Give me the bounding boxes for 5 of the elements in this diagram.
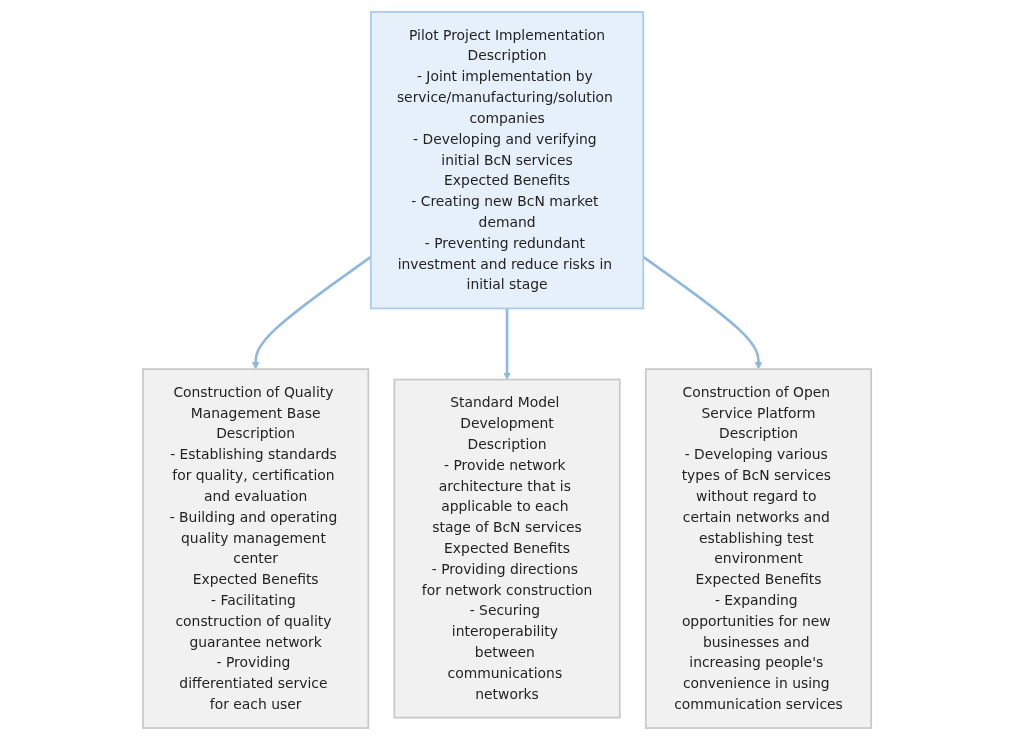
node-box: Construction of Quality Management Base Description - Establishing standards for quality, certification and evaluation - Building and operating quality management center Expected Benefits - Facilitating construction of quality guarantee network - Providing differentiated service for each user xyxy=(142,367,370,729)
arrow xyxy=(503,307,512,380)
node-box: Pilot Project Implementation Description - Joint implementation by service/manufacturing/solution companies - Developing and verifying initial BcN services Expected Benefits - Creating new BcN market demand - Preventing redundant investment and reduce risks in initial stage xyxy=(370,10,645,309)
node-box: Standard Model Development Description - Provide network architecture that is applicable to each stage of BcN services Expected Benefits - Providing directions for network construction - Securing interoperability between communications networks xyxy=(393,378,622,718)
node-box: Construction of Open Service Platform Description - Developing various types of BcN services without regard to certain networks and establishing test environment Expected Benefits - Expanding opportunities for new businesses and increasing people's convenience in using communication services xyxy=(645,367,873,729)
